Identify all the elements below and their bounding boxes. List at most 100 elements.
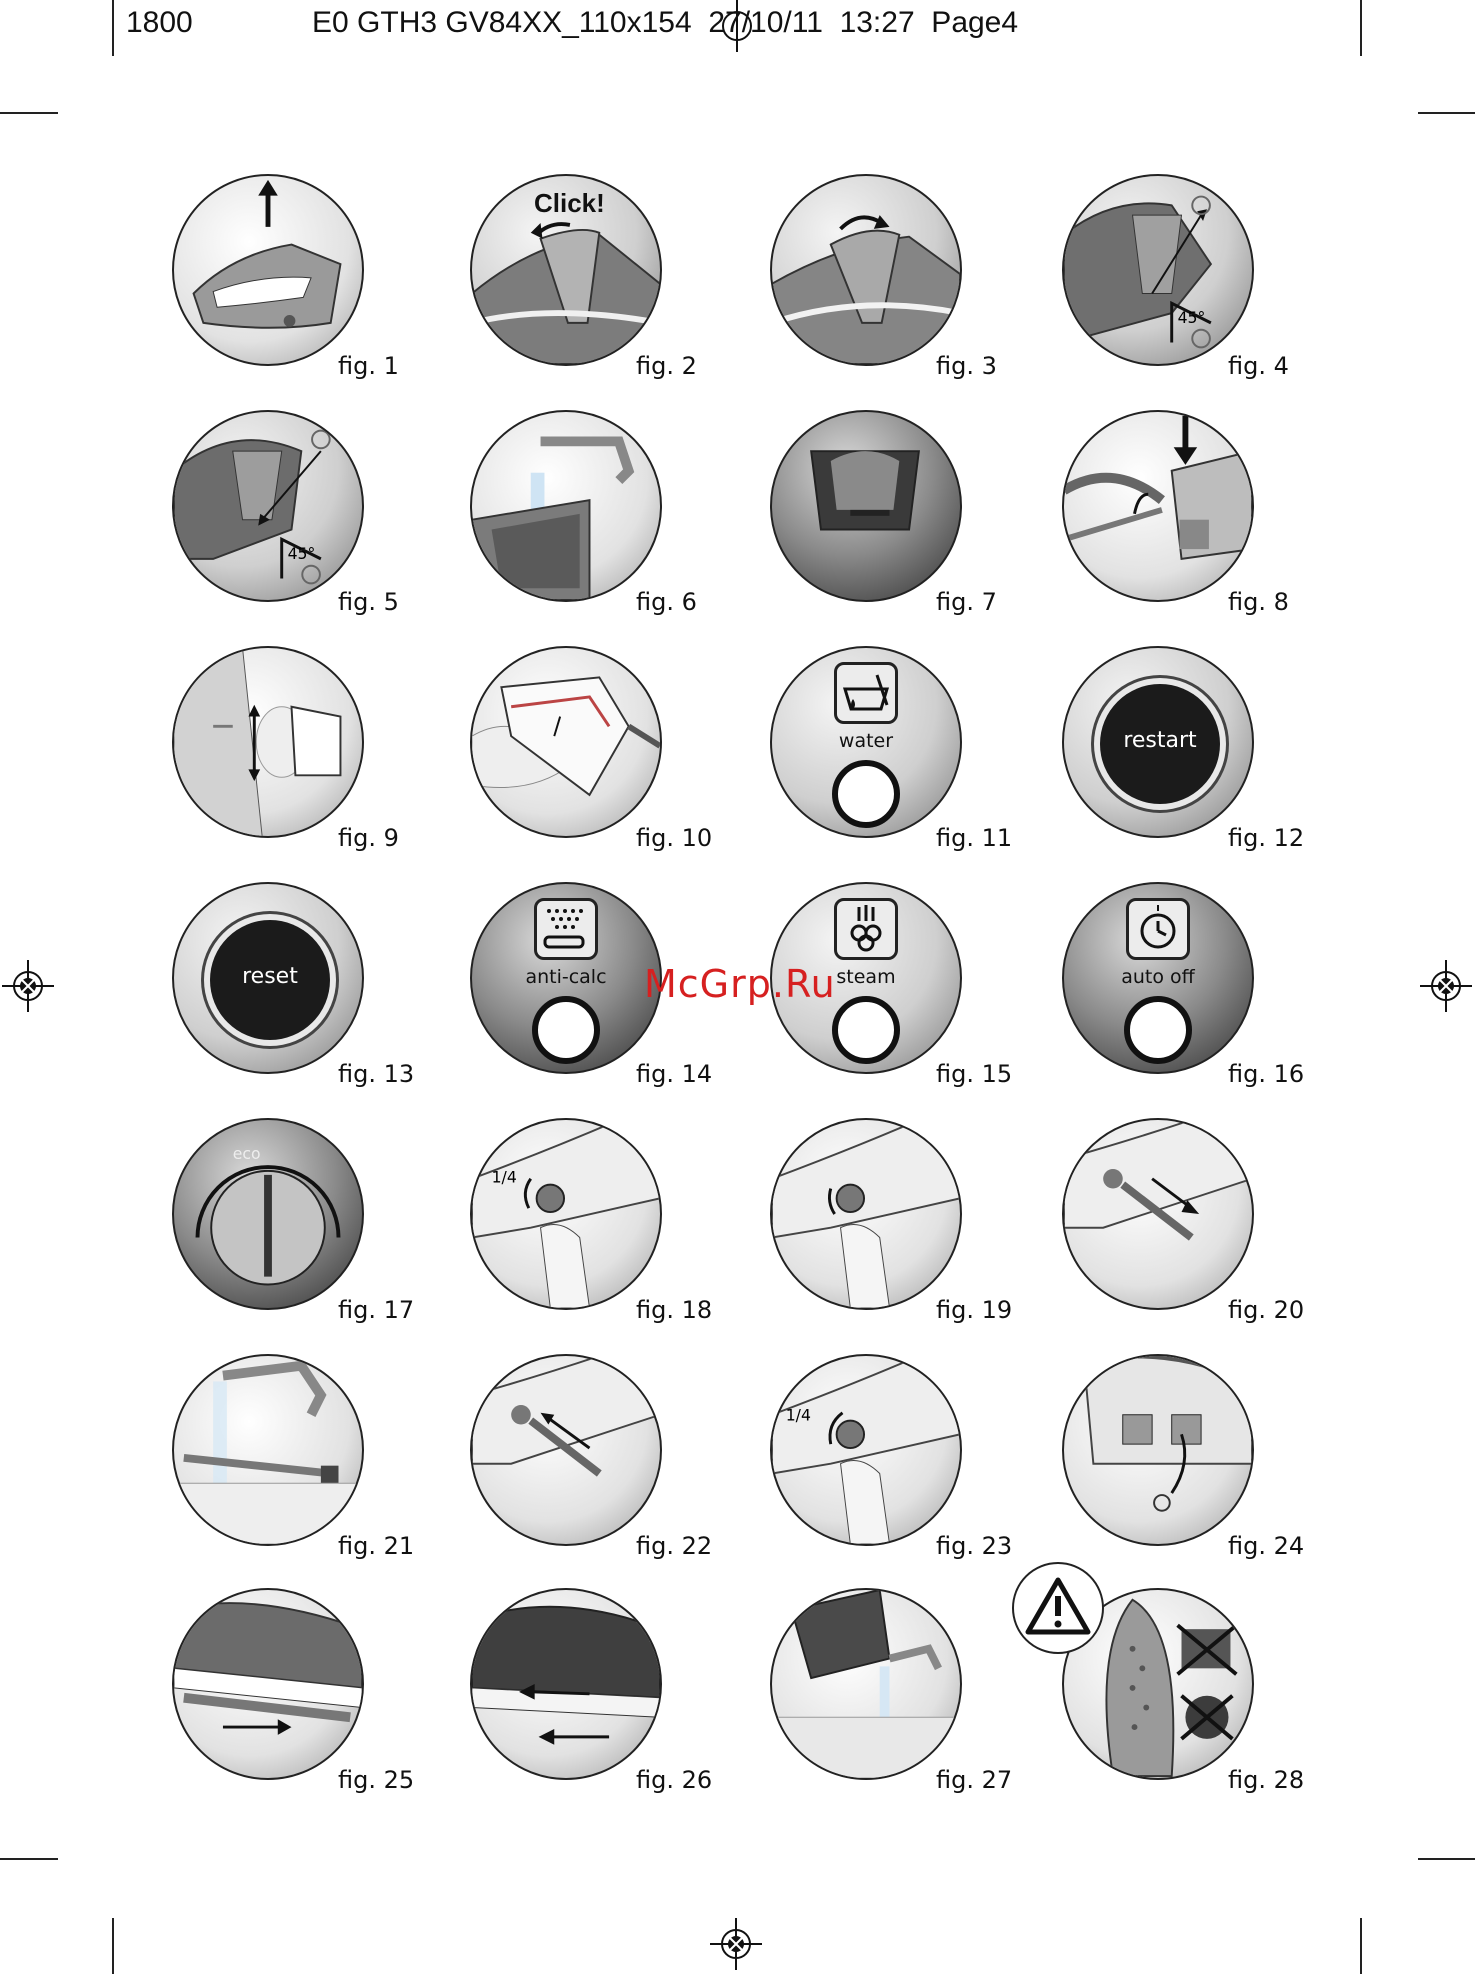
figure-illustration <box>770 410 962 602</box>
figure-label: fig. 10 <box>636 824 713 852</box>
control-panel: steam <box>770 882 962 1074</box>
figure-6: fig. 6 <box>448 396 743 633</box>
registration-mark-icon <box>2 960 54 1012</box>
header-right: E0 GTH3 GV84XX_110x154 27/10/11 13:27 Pa… <box>312 6 1019 39</box>
crop-mark-top-left-v <box>112 0 114 56</box>
figure-illustration <box>172 646 364 838</box>
figure-4: 45° fig. 4 <box>1040 160 1335 397</box>
indicator-light <box>1124 996 1192 1064</box>
panel-label: anti-calc <box>525 966 607 988</box>
arrow-icon <box>1151 1177 1193 1210</box>
registration-mark-icon <box>722 0 752 52</box>
watermark: McGrp.Ru <box>644 962 836 1006</box>
restart-button[interactable]: restart <box>1100 684 1220 804</box>
figure-grid: fig. 1 Click! fig. 2 fig. 3 <box>150 160 1330 1820</box>
figure-20: fig. 20 <box>1040 1104 1335 1341</box>
auto-off-clock-icon <box>1126 898 1190 960</box>
figure-label: fig. 20 <box>1228 1296 1305 1324</box>
figure-10: fig. 10 <box>448 632 743 869</box>
crop-mark-bottom-left-h <box>0 1858 58 1860</box>
figure-illustration: 1/4 <box>770 1354 962 1546</box>
figure-18: 1/4 fig. 18 <box>448 1104 743 1341</box>
figure-23: 1/4 fig. 23 <box>748 1340 1043 1577</box>
crop-mark-bottom-right-v <box>1360 1918 1362 1974</box>
figure-17: eco fig. 17 <box>150 1104 445 1341</box>
figure-11: water fig. 11 <box>748 632 1043 869</box>
reset-button[interactable]: reset <box>210 920 330 1040</box>
control-panel: auto off <box>1062 882 1254 1074</box>
figure-label: fig. 16 <box>1228 1060 1305 1088</box>
header-left: 1800 <box>126 6 193 39</box>
registration-mark-icon <box>710 1918 762 1970</box>
figure-label: fig. 19 <box>936 1296 1013 1324</box>
restart-button-label: restart <box>1123 728 1197 753</box>
anti-calc-icon <box>534 898 598 960</box>
panel-label: auto off <box>1121 966 1195 988</box>
figure-14: anti-calc fig. 14 <box>448 868 743 1105</box>
indicator-light <box>832 996 900 1064</box>
crop-mark-bottom-right-h <box>1418 1858 1475 1860</box>
figure-label: fig. 15 <box>936 1060 1013 1088</box>
figure-label: fig. 11 <box>936 824 1013 852</box>
figure-illustration <box>770 174 962 366</box>
control-panel: reset <box>172 882 364 1074</box>
figure-label: fig. 27 <box>936 1766 1013 1794</box>
figure-label: fig. 18 <box>636 1296 713 1324</box>
indicator-light <box>832 760 900 828</box>
figure-label: fig. 12 <box>1228 824 1305 852</box>
indicator-light <box>532 996 600 1064</box>
figure-illustration <box>1062 410 1254 602</box>
reset-button-label: reset <box>242 964 298 989</box>
figure-19: fig. 19 <box>748 1104 1043 1341</box>
figure-28: fig. 28 <box>1012 1562 1335 1811</box>
quarter-turn-marker: 1/4 <box>492 1168 517 1187</box>
figure-illustration: 1/4 <box>470 1118 662 1310</box>
figure-illustration <box>172 174 364 366</box>
figure-7: fig. 7 <box>748 396 1043 633</box>
control-panel: restart <box>1062 646 1254 838</box>
figure-label: fig. 22 <box>636 1532 713 1560</box>
dial-eco-label: eco <box>233 1144 261 1163</box>
figure-illustration <box>770 1588 962 1780</box>
figure-illustration: 45° <box>172 410 364 602</box>
figure-label: fig. 17 <box>338 1296 415 1324</box>
arrow-icon <box>530 1690 590 1696</box>
figure-label: fig. 28 <box>1228 1766 1305 1794</box>
figure-illustration <box>470 410 662 602</box>
crop-mark-top-right-h <box>1418 112 1475 114</box>
water-tank-icon <box>834 662 898 724</box>
figure-illustration <box>770 1118 962 1310</box>
quarter-turn-marker: 1/4 <box>786 1406 811 1425</box>
figure-22: fig. 22 <box>448 1340 743 1577</box>
figure-label: fig. 7 <box>936 588 997 616</box>
crop-mark-top-right-v <box>1360 0 1362 56</box>
steam-icon <box>834 898 898 960</box>
figure-label: fig. 24 <box>1228 1532 1305 1560</box>
figure-illustration <box>470 1588 662 1780</box>
figure-illustration <box>1062 1354 1254 1546</box>
figure-label: fig. 14 <box>636 1060 713 1088</box>
panel-label: water <box>838 730 894 752</box>
angle-marker: 45° <box>1178 308 1206 327</box>
warning-icon <box>1012 1562 1104 1654</box>
figure-illustration <box>172 1588 364 1780</box>
figure-27: fig. 27 <box>748 1574 1043 1811</box>
figure-label: fig. 2 <box>636 352 697 380</box>
registration-mark-icon <box>1420 960 1472 1012</box>
figure-1: fig. 1 <box>150 160 445 397</box>
figure-12: restart fig. 12 <box>1040 632 1335 869</box>
arrow-icon <box>545 1415 591 1450</box>
figure-25: fig. 25 <box>150 1574 445 1811</box>
figure-illustration <box>470 646 662 838</box>
crop-mark-bottom-left-v <box>112 1918 114 1974</box>
figure-26: fig. 26 <box>448 1574 743 1811</box>
panel-label: steam <box>836 966 896 988</box>
figure-8: fig. 8 <box>1040 396 1335 633</box>
figure-label: fig. 3 <box>936 352 997 380</box>
figure-illustration <box>172 1354 364 1546</box>
figure-label: fig. 26 <box>636 1766 713 1794</box>
figure-label: fig. 6 <box>636 588 697 616</box>
figure-24: fig. 24 <box>1040 1340 1335 1577</box>
figure-label: fig. 25 <box>338 1766 415 1794</box>
figure-3: fig. 3 <box>748 160 1043 397</box>
